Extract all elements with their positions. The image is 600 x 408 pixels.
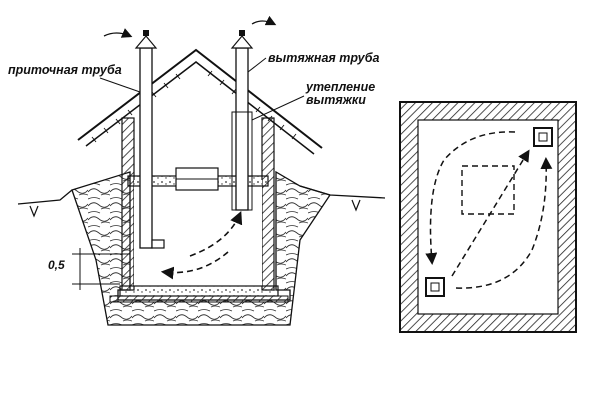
label-exhaust-pipe: вытяжная труба [268, 51, 380, 65]
label-intake-pipe: приточная труба [8, 63, 122, 77]
label-insulation-line1: утепление [306, 80, 376, 94]
exhaust-pipe-shape [230, 30, 254, 211]
exhaust-opening [533, 127, 553, 147]
label-depth: 0,5 [48, 258, 65, 272]
plan-airflow-arrow [451, 149, 530, 277]
cross-section [17, 15, 386, 326]
intake-pipe-shape [134, 30, 165, 249]
plan-airflow-arrow [455, 157, 553, 289]
ceiling-hatch [461, 165, 515, 215]
right-wall [261, 117, 275, 291]
floor-slab [119, 285, 279, 297]
depth-dimension [72, 248, 130, 290]
airflow-arrow [160, 251, 229, 280]
label-insulation-line2: вытяжки [306, 93, 366, 108]
intake-opening [425, 277, 445, 297]
airflow-arrow [189, 211, 243, 257]
plan-airflow-arrow [425, 131, 516, 265]
roof [77, 48, 323, 149]
left-wall [121, 117, 135, 291]
label-exhaust-insulation: утепление вытяжки [306, 80, 376, 108]
plan-view [399, 101, 577, 333]
